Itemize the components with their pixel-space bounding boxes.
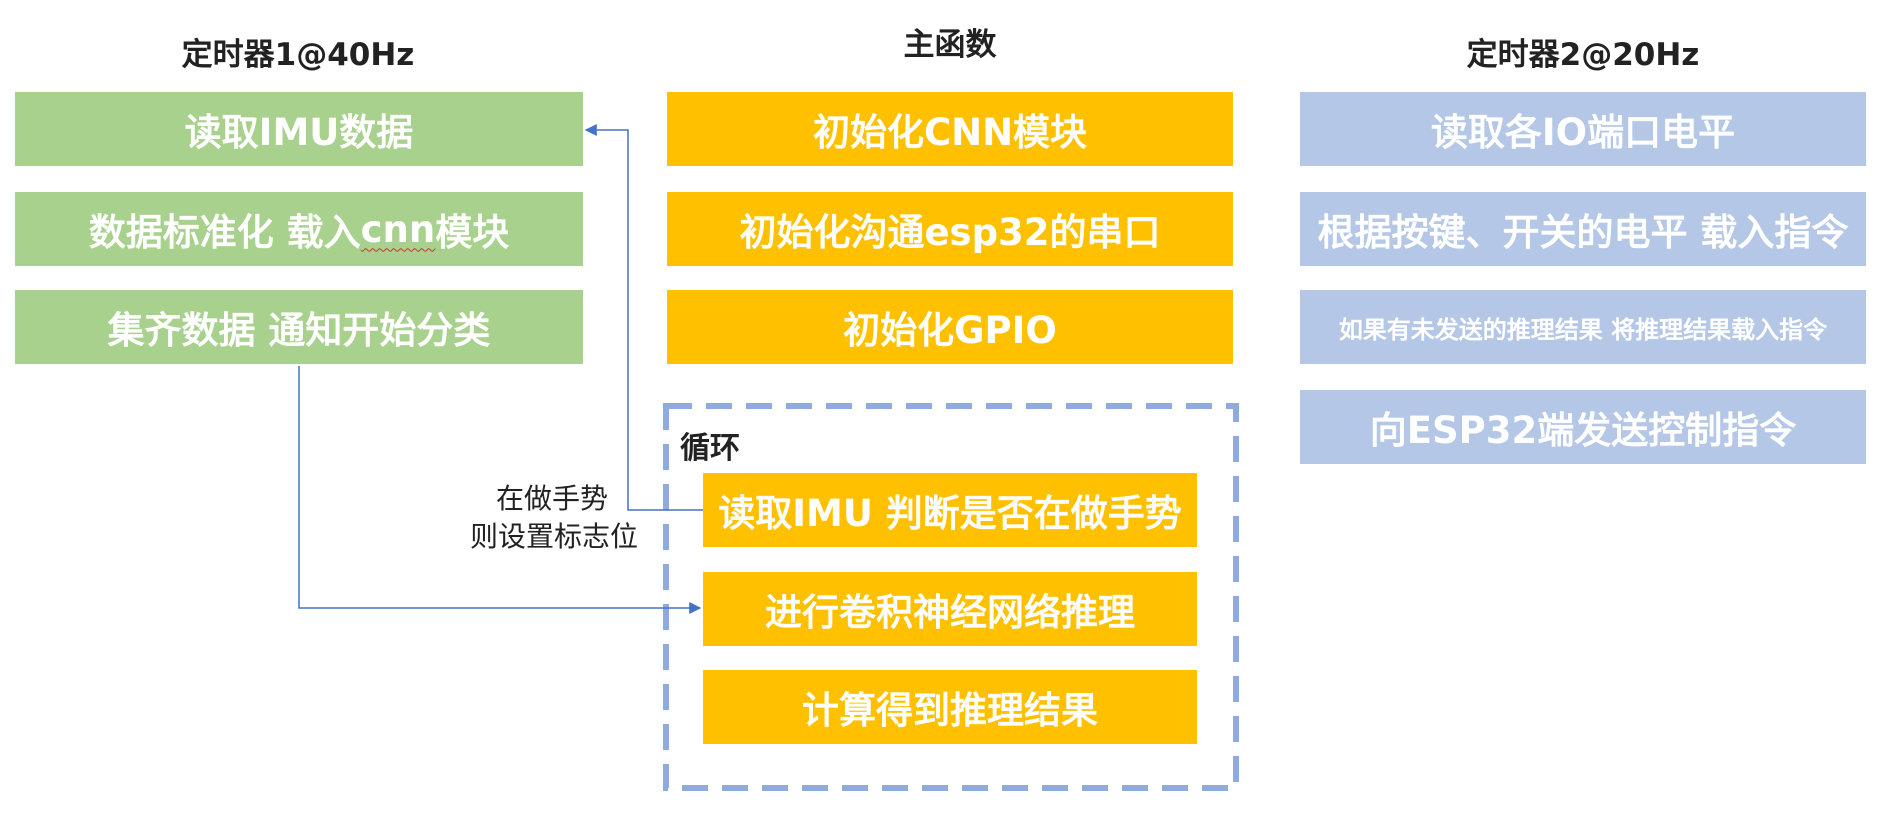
loop-container <box>663 403 1239 791</box>
middle-box-init-cnn: 初始化CNN模块 <box>667 92 1233 166</box>
notify-classify-arrow <box>298 366 702 614</box>
gesture-flag-arrow <box>584 124 703 511</box>
right-box-load-result: 如果有未发送的推理结果 将推理结果载入指令 <box>1300 290 1866 364</box>
timer1-title: 定时器1@40Hz <box>181 37 415 73</box>
main-function-title: 主函数 <box>903 27 997 63</box>
middle-box-init-gpio: 初始化GPIO <box>667 290 1233 364</box>
loop-box-read-imu: 读取IMU 判断是否在做手势 <box>703 473 1197 547</box>
left-box-normalize-tail: 模块 <box>435 211 510 254</box>
left-box-normalize-text: 数据标准化 载入 <box>88 211 361 254</box>
middle-box-init-uart: 初始化沟通esp32的串口 <box>667 192 1233 266</box>
loop-box-cnn-inference: 进行卷积神经网络推理 <box>703 572 1197 646</box>
cnn-word: cnn <box>360 207 436 251</box>
gesture-annotation: 在做手势 则设置标志位 <box>440 480 640 556</box>
annotation-line-2: 则设置标志位 <box>469 520 638 553</box>
right-box-load-command: 根据按键、开关的电平 载入指令 <box>1300 192 1866 266</box>
right-box-read-io: 读取各IO端口电平 <box>1300 92 1866 166</box>
timer2-title: 定时器2@20Hz <box>1466 37 1700 73</box>
annotation-line-1: 在做手势 <box>495 482 608 515</box>
left-box-collect: 集齐数据 通知开始分类 <box>15 290 583 364</box>
loop-label: 循环 <box>680 431 740 466</box>
left-box-read-imu: 读取IMU数据 <box>15 92 583 166</box>
loop-box-compute-result: 计算得到推理结果 <box>703 670 1197 744</box>
right-box-send-command: 向ESP32端发送控制指令 <box>1300 390 1866 464</box>
